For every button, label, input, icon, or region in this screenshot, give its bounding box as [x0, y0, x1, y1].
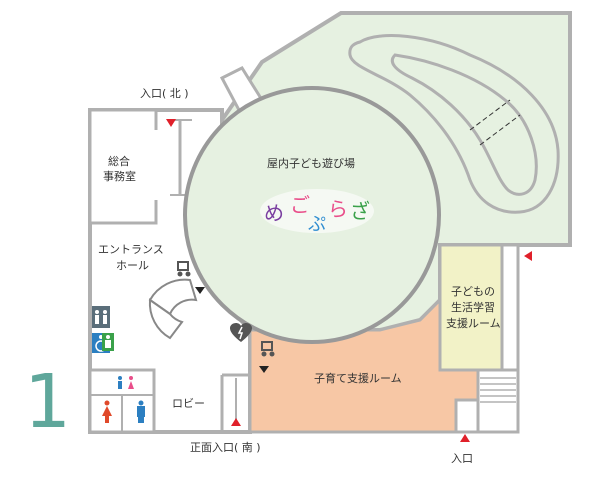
office-label-1: 総合	[108, 155, 130, 168]
entrance-hall-label-2: ホール	[116, 259, 149, 272]
lobby-label: ロビー	[172, 397, 205, 410]
stroller-parking-icon	[177, 261, 191, 277]
logo-char-me: め	[264, 201, 284, 225]
learning-support-room	[438, 243, 504, 372]
logo-char-go: ご	[290, 193, 310, 217]
entrance-south-marker	[231, 418, 241, 426]
elevator-icon	[92, 306, 110, 328]
female-restroom-icon	[102, 400, 112, 423]
office-label-2: 事務室	[103, 170, 136, 183]
entrance-learning-marker	[524, 251, 532, 261]
stroller-parking-icon	[261, 341, 275, 357]
family-restroom-icon	[102, 333, 114, 351]
parenting-room-label: 子育て支援ルーム	[314, 372, 402, 385]
entrance-north-label: 入口( 北 )	[140, 87, 189, 100]
floor-number: 1	[24, 359, 72, 445]
play-area-label: 屋内子ども遊び場	[267, 157, 355, 170]
logo-char-za: ざ	[350, 199, 370, 223]
learning-room-label-2: 生活学習	[451, 301, 495, 314]
learning-room-label-3: 支援ルーム	[446, 317, 501, 330]
entrance-east-marker	[460, 434, 470, 442]
play-area-logo: め ご ぷ ら ざ	[260, 189, 374, 235]
office-room	[88, 108, 158, 225]
east-stairwell	[476, 368, 520, 434]
family-restroom-icon	[118, 376, 134, 389]
entrance-east-label: 入口	[451, 452, 473, 465]
entrance-north-marker	[166, 119, 176, 127]
logo-char-pu: ぷ	[308, 214, 326, 235]
stairs-icon	[148, 278, 198, 340]
entrance-south-label: 正面入口( 南 )	[190, 441, 261, 454]
learning-room-label-1: 子どもの	[451, 285, 495, 298]
male-restroom-icon	[137, 400, 145, 423]
entrance-hall-label-1: エントランス	[98, 243, 164, 256]
track-outer	[348, 34, 560, 214]
track-inner	[390, 53, 538, 196]
aed-icon	[230, 323, 252, 342]
logo-char-ra: ら	[328, 197, 348, 221]
